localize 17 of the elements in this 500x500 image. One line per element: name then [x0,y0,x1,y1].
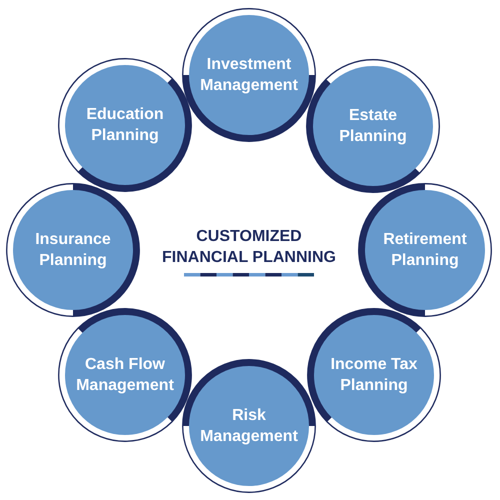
topic-circle [58,58,192,192]
topic-label: Insurance Planning [34,230,112,271]
topic-label: Risk Management [200,406,298,447]
topic-circle [182,359,316,493]
topic-label: Income Tax Planning [330,355,418,396]
topic-label: Cash Flow Management [76,355,174,396]
center-title: CUSTOMIZED FINANCIAL PLANNING [162,227,336,268]
topic-label: Investment Management [200,55,298,96]
topic-label: Retirement Planning [382,230,468,271]
topic-circle [307,308,441,442]
topic-circle [306,59,440,193]
topic-circle [182,8,316,142]
topic-label: Estate Planning [338,106,408,147]
topic-circle [358,183,492,317]
topic-circle [58,308,192,442]
topic-circle [6,183,140,317]
topic-label: Education Planning [86,105,164,146]
